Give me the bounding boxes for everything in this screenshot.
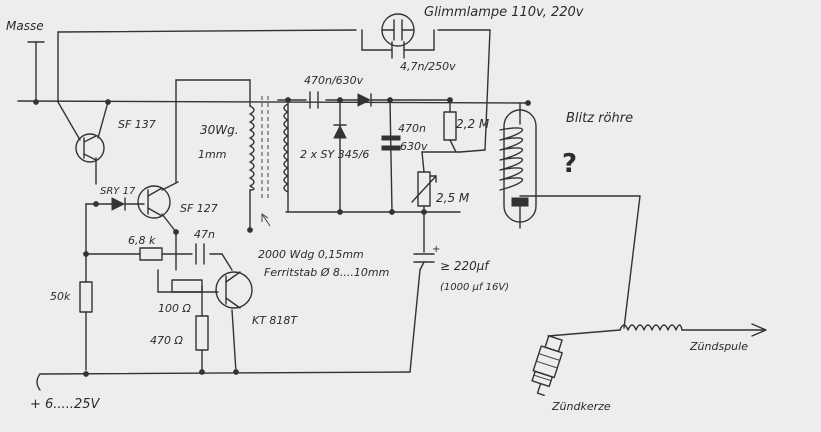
resistor-2m5-trimmer [411, 171, 437, 207]
label-cap-470n-630: 470n/630v [304, 74, 364, 87]
label-blitzrohre: Blitz röhre [566, 111, 633, 126]
label-res-100: 100 Ω [158, 302, 191, 315]
flash-tube [499, 102, 537, 229]
label-elko-alt: (1000 µf 16V) [440, 282, 509, 293]
resistor-50k [79, 281, 93, 313]
label-cap-470n: 470n [398, 122, 426, 135]
transistor-kt818 [215, 271, 253, 309]
ignition-coil [619, 324, 683, 331]
label-sry17: SRY 17 [100, 186, 136, 197]
label-winding-30: 30Wg. [200, 123, 239, 137]
label-ferritstab: Ferritstab Ø 8....10mm [264, 266, 389, 279]
transformer-secondary [283, 103, 289, 193]
resistor-2m2 [443, 111, 457, 141]
label-cap-47n-250: 4,7n/250v [400, 60, 456, 73]
label-res-25m: 2,5 M [436, 191, 470, 205]
label-zundspule: Zündspule [689, 340, 748, 353]
resistor-470 [195, 315, 209, 351]
supply-terminal [36, 373, 41, 391]
diode-shunt [333, 124, 347, 139]
transistor-sf137 [75, 133, 105, 163]
capacitor-470n-shunt [381, 135, 401, 151]
label-winding-2000: 2000 Wdg 0,15mm [258, 248, 364, 261]
capacitor-470n-series [309, 91, 319, 109]
label-glimmlampe: Glimmlampe 110v, 220v [424, 5, 584, 20]
junction-dots [33, 97, 531, 377]
capacitor-elko: + [413, 244, 440, 271]
label-res-68k: 6,8 k [128, 234, 156, 247]
question-mark: ? [562, 149, 577, 179]
label-sf137: SF 137 [118, 118, 156, 131]
labels: Masse Glimmlampe 110v, 220v 470n/630v 4,… [6, 5, 748, 413]
label-res-22m: 2,2 M [456, 117, 490, 131]
label-supply: + 6.....25V [30, 397, 100, 412]
label-cap-47n: 47n [194, 228, 215, 241]
capacitor-4n7 [391, 41, 405, 59]
label-masse: Masse [6, 19, 44, 33]
label-kt818: KT 818T [252, 314, 298, 327]
wires [17, 29, 767, 375]
svg-text:+: + [432, 244, 440, 255]
transistor-sf127 [137, 185, 171, 219]
resistor-6k8 [139, 247, 163, 261]
diode-series [357, 93, 372, 107]
label-elko: ≥ 220µf [440, 259, 490, 273]
glow-lamp [381, 13, 415, 47]
capacitor-47n [195, 243, 205, 265]
spark-plug [531, 335, 563, 396]
label-winding-1mm: 1mm [198, 148, 226, 161]
label-res-50k: 50k [50, 290, 71, 303]
label-diodes: 2 x SY 345/6 [300, 148, 369, 161]
label-sf127: SF 127 [180, 202, 218, 215]
transformer-primary [249, 96, 271, 227]
resistor-100 [171, 279, 203, 293]
label-res-470: 470 Ω [150, 334, 183, 347]
label-cap-630v: 630v [400, 140, 428, 153]
label-zundkerze: Zündkerze [551, 400, 611, 413]
diode-sry17 [111, 197, 126, 211]
